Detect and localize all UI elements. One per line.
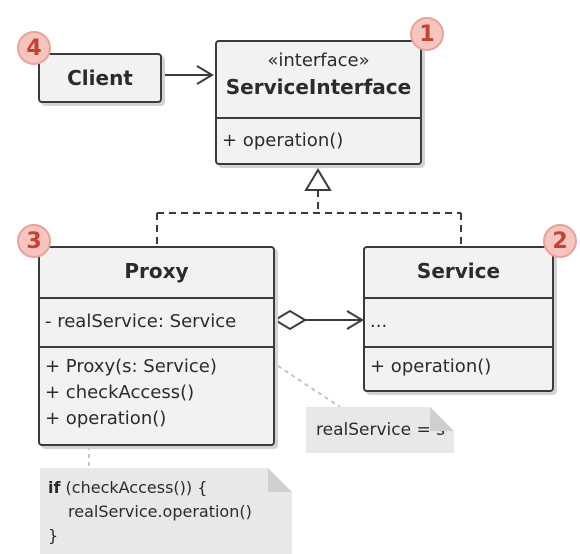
badge-3: 3: [17, 224, 51, 258]
method-item: + Proxy(s: Service): [45, 356, 217, 377]
client-title: Client: [67, 66, 133, 90]
code-line-2: realService.operation(): [68, 502, 252, 521]
service-header: Service: [365, 248, 552, 297]
service-title: Service: [416, 259, 501, 283]
proxy-fields: - realService: Service: [40, 297, 273, 346]
badge-4: 4: [17, 31, 51, 65]
service-interface-class[interactable]: «interface» ServiceInterface + operation…: [215, 40, 422, 165]
note-fold-icon: [268, 468, 292, 492]
code-line-1: if (checkAccess()) {: [48, 476, 292, 500]
method-item: + operation(): [370, 356, 492, 377]
assign-note: realService = s: [306, 407, 454, 453]
client-to-interface-arrow: [162, 65, 214, 85]
aggregation-arrow: [273, 309, 364, 331]
proxy-class[interactable]: Proxy - realService: Service + Proxy(s: …: [38, 246, 275, 446]
service-methods: + operation(): [365, 346, 552, 380]
assign-note-connector: [277, 365, 341, 408]
service-interface-title: ServiceInterface: [225, 75, 412, 99]
badge-2: 2: [543, 224, 577, 258]
field-item: ...: [370, 311, 388, 332]
note-fold-icon: [430, 407, 454, 431]
assign-note-text: realService = s: [316, 420, 445, 440]
method-item: + operation(): [222, 130, 344, 151]
code-condition: (checkAccess()) {: [60, 478, 208, 497]
proxy-header: Proxy: [40, 248, 273, 297]
field-item: - realService: Service: [45, 311, 237, 332]
proxy-methods: + Proxy(s: Service) + checkAccess() + op…: [40, 346, 273, 432]
interface-stereotype: «interface»: [267, 50, 370, 71]
badge-1: 1: [410, 17, 444, 51]
realization-connectors: [156, 168, 462, 246]
code-line-3: }: [48, 526, 59, 545]
proxy-title: Proxy: [124, 259, 189, 283]
service-class[interactable]: Service ... + operation(): [363, 246, 554, 392]
service-interface-header: «interface» ServiceInterface: [217, 42, 420, 117]
method-item: + checkAccess(): [45, 382, 195, 403]
method-item: + operation(): [45, 408, 167, 429]
code-keyword: if: [48, 478, 61, 497]
service-fields: ...: [365, 297, 552, 346]
service-interface-methods: + operation(): [217, 117, 420, 154]
client-class[interactable]: Client: [38, 53, 162, 103]
code-note: if (checkAccess()) { realService.operati…: [40, 468, 292, 554]
